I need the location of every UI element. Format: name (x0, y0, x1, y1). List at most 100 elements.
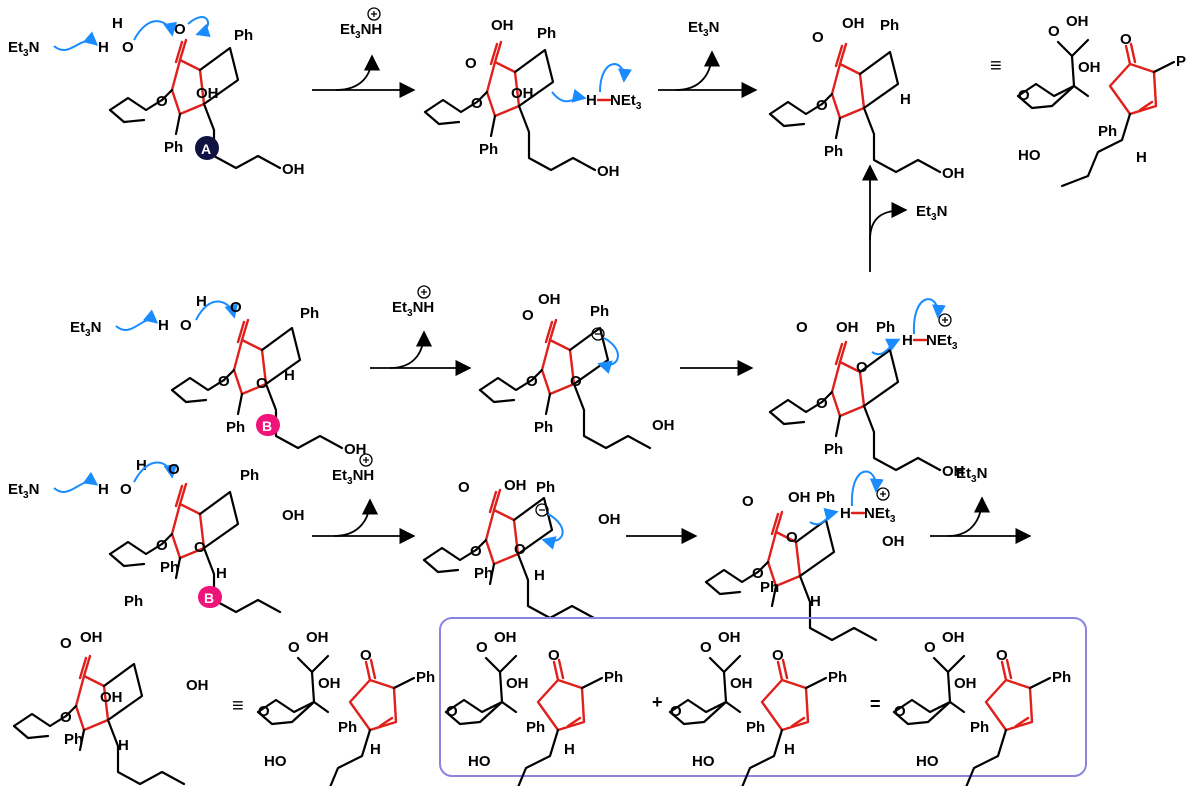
row1-cyclopentenone: O OH O OH O Ph Ph H HO (1016, 13, 1187, 188)
electron-push-arrow (597, 337, 619, 374)
bridge-oxygen: O (194, 539, 206, 556)
carboxyl-hydroxyl: OH (494, 629, 517, 646)
badge-b-label: B (262, 418, 272, 434)
water-o: O (180, 317, 192, 334)
carboxyl-hydroxyl: OH (836, 319, 859, 336)
carboxyl-hydroxyl: OH (538, 291, 561, 308)
electron-push-arrow (871, 338, 901, 356)
ring-oxygen: O (470, 543, 482, 560)
water-h: H (158, 317, 169, 334)
triethylammonium-label: Et3NH (332, 467, 374, 487)
phenyl-label: Ph (338, 719, 357, 736)
row3-oxyanion-intermediate: O O Ph H Ph OH O OH (704, 489, 905, 642)
electron-push-arrow (53, 471, 99, 493)
chain-hydroxyl: HO (468, 753, 491, 770)
phenyl-label: Ph (537, 25, 556, 42)
phenyl-label: Ph (474, 565, 493, 582)
water-o: O (120, 481, 132, 498)
hydrogen-label: H (534, 567, 545, 584)
ring-oxygen: O (1018, 87, 1030, 104)
chain-hydroxyl: OH (282, 507, 305, 524)
positive-charge-sign (371, 11, 377, 17)
carboxyl-oxygen: O (288, 639, 300, 656)
phenyl-label: Ph (824, 441, 843, 458)
phenyl-label: Ph (1052, 669, 1071, 686)
ammonium-label: NEt3 (864, 505, 896, 525)
ring-oxygen: O (670, 703, 682, 720)
chain-hydroxyl: OH (942, 165, 965, 182)
carboxyl-hydroxyl: OH (718, 629, 741, 646)
ring-oxygen: O (258, 703, 270, 720)
carboxyl-oxygen: O (458, 479, 470, 496)
ring-oxygen: O (894, 703, 906, 720)
ring-oxygen: O (60, 709, 72, 726)
ketone-oxygen: O (548, 647, 560, 664)
electron-push-arrow (53, 31, 99, 51)
byproduct-arrow (333, 498, 379, 537)
row4-product: O OH Ph H Ph OH O OH (12, 593, 209, 786)
chain-hydroxyl: OH (597, 163, 620, 180)
ammonium-label: NEt3 (926, 332, 958, 352)
badge-b (256, 414, 280, 436)
positive-charge (359, 453, 373, 467)
hydroxyl: OH (318, 675, 341, 692)
row2-oxyanion-intermediate: O O Ph Ph OH O OH (768, 319, 965, 480)
carbonyl-oxygen: O (230, 299, 242, 316)
carboxyl-oxygen: O (60, 635, 72, 652)
carboxyl-oxygen: O (1048, 23, 1060, 40)
phenyl-label: Ph (970, 719, 989, 736)
phenyl-label: Ph (234, 27, 253, 44)
phenyl-label: Ph (240, 467, 259, 484)
carboxyl-oxygen: O (476, 639, 488, 656)
phenyl-label: Ph (526, 719, 545, 736)
phenyl-label: Ph (816, 489, 835, 506)
electron-push-arrow (133, 461, 178, 483)
electron-push-arrow (809, 507, 839, 526)
hydroxyl: OH (196, 85, 219, 102)
plus-sign: + (652, 692, 663, 712)
electron-push-arrow (187, 16, 211, 38)
positive-charge-sign (880, 491, 886, 497)
electron-push-arrow (115, 309, 159, 331)
carboxyl-oxygen: O (700, 639, 712, 656)
hydrogen-label: H (1136, 149, 1147, 166)
hydrogen-label: H (370, 741, 381, 758)
hydroxyl: OH (506, 675, 529, 692)
ring-oxygen: O (816, 97, 828, 114)
hydrogen-label: H (784, 741, 795, 758)
water-h-top: H (196, 293, 207, 310)
hydrogen-label: H (118, 737, 129, 754)
equivalence-sign: ≡ (232, 695, 244, 717)
carboxylate-oxygen: O (465, 55, 477, 72)
ammonium-h: H (902, 332, 913, 349)
chain-hydroxyl: HO (692, 753, 715, 770)
byproduct-arrow (947, 496, 991, 537)
hydroxyl: OH (954, 675, 977, 692)
row2-intermediate-b: O O Ph Ph H OH O (170, 299, 367, 458)
hydrogen-label: H (284, 367, 295, 384)
row2-enolate-intermediate: O O Ph Ph OH O OH (478, 291, 675, 450)
equals-sign: = (870, 694, 881, 714)
badge-a (195, 136, 219, 160)
carboxyl-oxygen: OH (491, 17, 514, 34)
carboxyl-oxygen: O (796, 319, 808, 336)
carboxyl-oxygen: O (522, 307, 534, 324)
hydrogen-label: H (810, 593, 821, 610)
ring-oxygen: O (471, 95, 483, 112)
phenyl-label: Ph (590, 303, 609, 320)
hydroxyl: OH (100, 689, 123, 706)
phenyl-label: Ph (164, 139, 183, 156)
negative-charge (535, 503, 549, 517)
ketone-oxygen: O (996, 647, 1008, 664)
positive-charge-sign (942, 317, 948, 323)
carboxyl-hydroxyl: OH (80, 629, 103, 646)
diastereomer-box (439, 617, 1087, 777)
electron-push-arrow (133, 20, 178, 41)
ketone-oxygen: O (360, 647, 372, 664)
negative-charge (591, 327, 605, 341)
triethylamine-label: Et3N (70, 319, 101, 339)
electron-push-arrow (551, 88, 587, 103)
positive-charge-sign (363, 457, 369, 463)
carboxyl-hydroxyl: OH (942, 629, 965, 646)
row1-carboxylate-intermediate: O OH Ph Ph OH O OH (423, 17, 620, 180)
